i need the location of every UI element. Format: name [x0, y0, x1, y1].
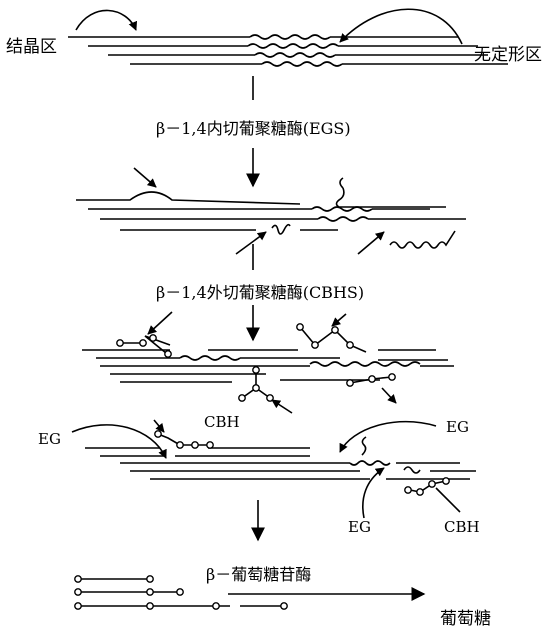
eg-left-arrow — [72, 425, 166, 458]
stage2-fibre — [76, 178, 466, 248]
endoglucanase-label: β－1,4内切葡聚糖酶(EGS) — [156, 119, 351, 138]
eg-left-label: EG — [38, 430, 61, 448]
eg-right-label: EG — [446, 418, 469, 436]
cbh-mid-label: CBH — [204, 413, 240, 431]
stage3-arrow-right — [332, 314, 346, 326]
crystalline-label: 结晶区 — [6, 37, 57, 57]
amorphous-label: 无定形区 — [474, 45, 542, 65]
stage4-arrow-top — [154, 420, 164, 432]
cbh-right-label: CBH — [444, 518, 480, 536]
eg-bottom-label: EG — [348, 518, 371, 536]
stage3-fibre — [82, 327, 454, 398]
stage4-fibre — [85, 434, 476, 512]
stage2-arrow-right — [358, 232, 384, 254]
stage3-arrow-left — [148, 312, 172, 334]
stage2-arrow-left — [236, 232, 266, 254]
amorphous-arrow — [340, 9, 462, 44]
eg-bottom-arrow — [363, 468, 384, 518]
stage3-arrow-release — [382, 388, 396, 403]
crystalline-arrow — [76, 10, 136, 30]
glucose-label: 葡萄糖 — [440, 609, 491, 629]
eg-right-arrow — [340, 422, 436, 452]
exoglucanase-label: β－1,4外切葡聚糖酶(CBHS) — [156, 283, 364, 302]
stage3-arrow-cbh — [272, 400, 292, 413]
stage1-fibre — [68, 35, 508, 66]
stage2-arrow-top — [134, 168, 156, 187]
beta-glucosidase-label: β－葡萄糖苷酶 — [206, 565, 311, 584]
